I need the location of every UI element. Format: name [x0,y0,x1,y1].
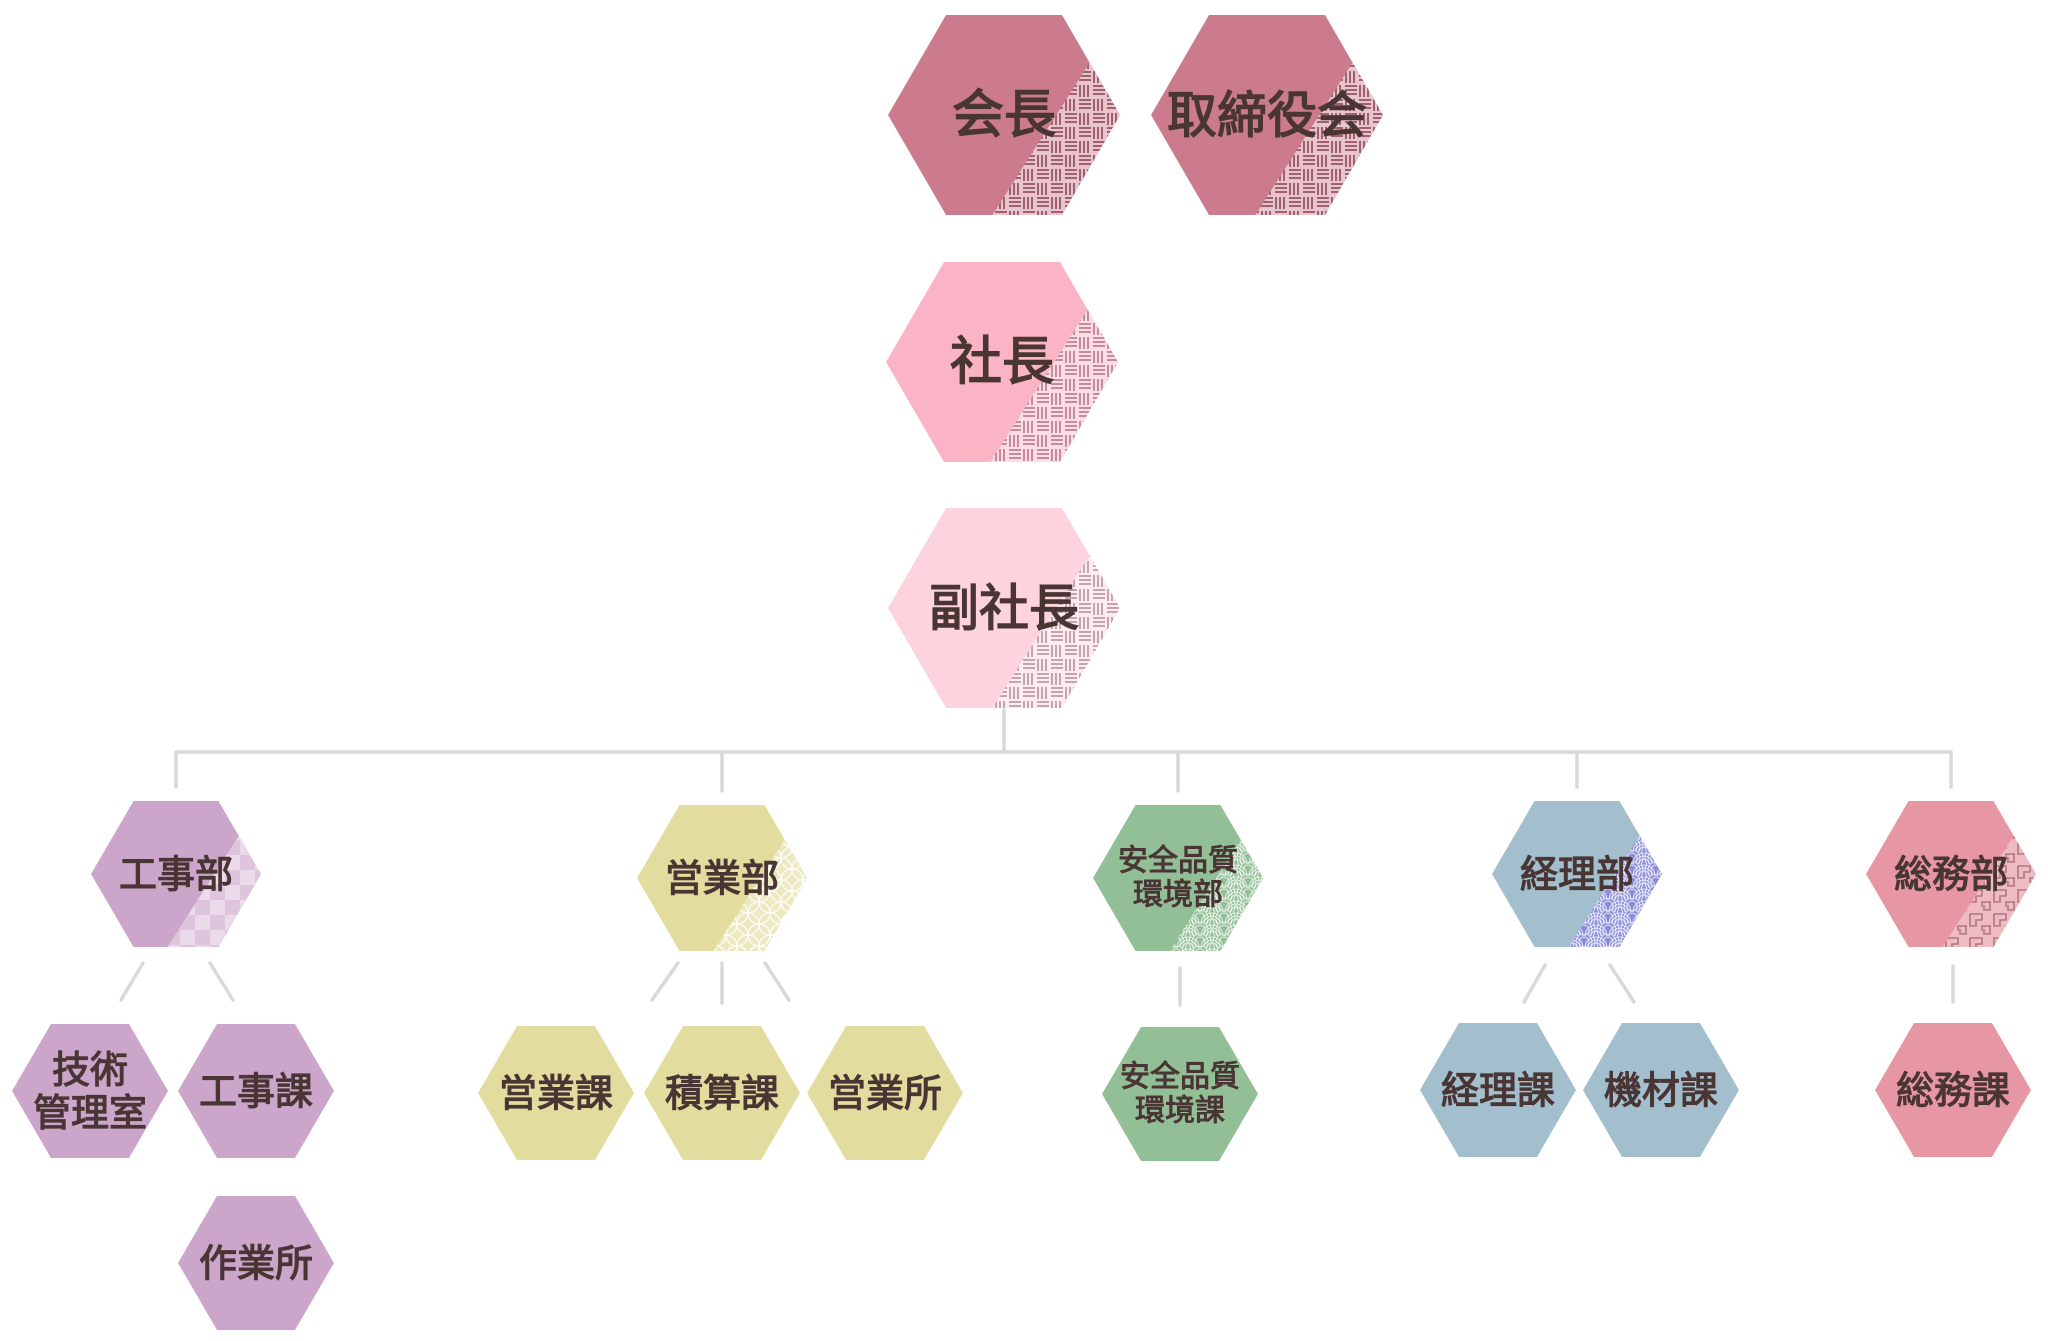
hexagon-shape [178,1196,334,1330]
connector-lines [119,708,1955,1007]
node-estimate-section: 積算課 [644,1026,800,1160]
pattern-decoration [167,801,261,947]
node-label: 管理室 [33,1090,147,1135]
node-label: 安全品質 [1118,844,1238,879]
hexagon-shape [178,1024,334,1158]
node-label: 営業課 [499,1071,613,1116]
connector-branch-1 [208,961,235,1002]
node-label: 取締役会 [1167,86,1367,145]
connector-branch-7 [1608,963,1636,1004]
pattern-decoration [1568,801,1662,947]
pattern-decoration [1255,15,1383,215]
node-label: 経理部 [1520,852,1634,897]
node-label: 総務部 [1894,852,2008,897]
node-board: 取締役会 [1151,15,1383,215]
node-label: 機材課 [1604,1068,1718,1113]
node-label: 環境課 [1135,1093,1226,1128]
node-accounting-dept: 経理部 [1492,801,1662,947]
connector-branch-2 [650,961,680,1002]
node-label: 工事部 [119,852,233,897]
node-label: 副社長 [929,579,1080,638]
node-accounting-section: 経理課 [1420,1023,1576,1157]
hexagon-shape [1102,1027,1258,1161]
pattern-decoration [1169,805,1263,951]
node-label: 工事課 [199,1069,313,1114]
node-label: 安全品質 [1120,1060,1240,1095]
node-worksite: 作業所 [178,1196,334,1330]
node-chairman: 会長 [888,15,1120,215]
pattern-decoration [713,805,807,951]
pattern-decoration [990,262,1118,462]
node-label: 積算課 [665,1071,779,1116]
org-nodes: 会長取締役会社長副社長工事部営業部安全品質環境部経理部総務部技術管理室工事課作業… [12,15,2036,1330]
pattern-decoration [992,508,1120,708]
node-vice-president: 副社長 [888,508,1120,708]
hexagon-shape [478,1026,634,1160]
node-sales-office: 営業所 [807,1026,963,1160]
node-label: 技術 [52,1047,128,1092]
hexagon-shape [807,1026,963,1160]
node-construction-section: 工事課 [178,1024,334,1158]
node-equipment-section: 機材課 [1583,1023,1739,1157]
node-label: 会長 [952,85,1057,146]
node-label: 環境部 [1133,877,1223,912]
connector-branch-0 [119,961,145,1002]
node-label: 総務課 [1896,1068,2010,1113]
node-president: 社長 [886,262,1118,462]
connector-branch-6 [1522,963,1547,1004]
node-label: 営業部 [665,856,779,901]
connector-branch-4 [763,961,791,1002]
pattern-decoration [1942,801,2036,947]
node-sales-dept: 営業部 [637,805,807,951]
hexagon-shape [644,1026,800,1160]
hexagon-shape [12,1024,168,1158]
node-sales-section: 営業課 [478,1026,634,1160]
node-general-affairs-dept: 総務部 [1866,801,2036,947]
node-label: 社長 [950,332,1055,393]
hexagon-shape [1875,1023,2031,1157]
node-label: 営業所 [828,1071,942,1116]
node-label: 経理課 [1441,1068,1555,1113]
node-construction-dept: 工事部 [91,801,261,947]
node-general-affairs-section: 総務課 [1875,1023,2031,1157]
pattern-decoration [992,15,1120,215]
node-label: 作業所 [199,1241,313,1286]
hexagon-shape [1420,1023,1576,1157]
hexagon-shape [1583,1023,1739,1157]
